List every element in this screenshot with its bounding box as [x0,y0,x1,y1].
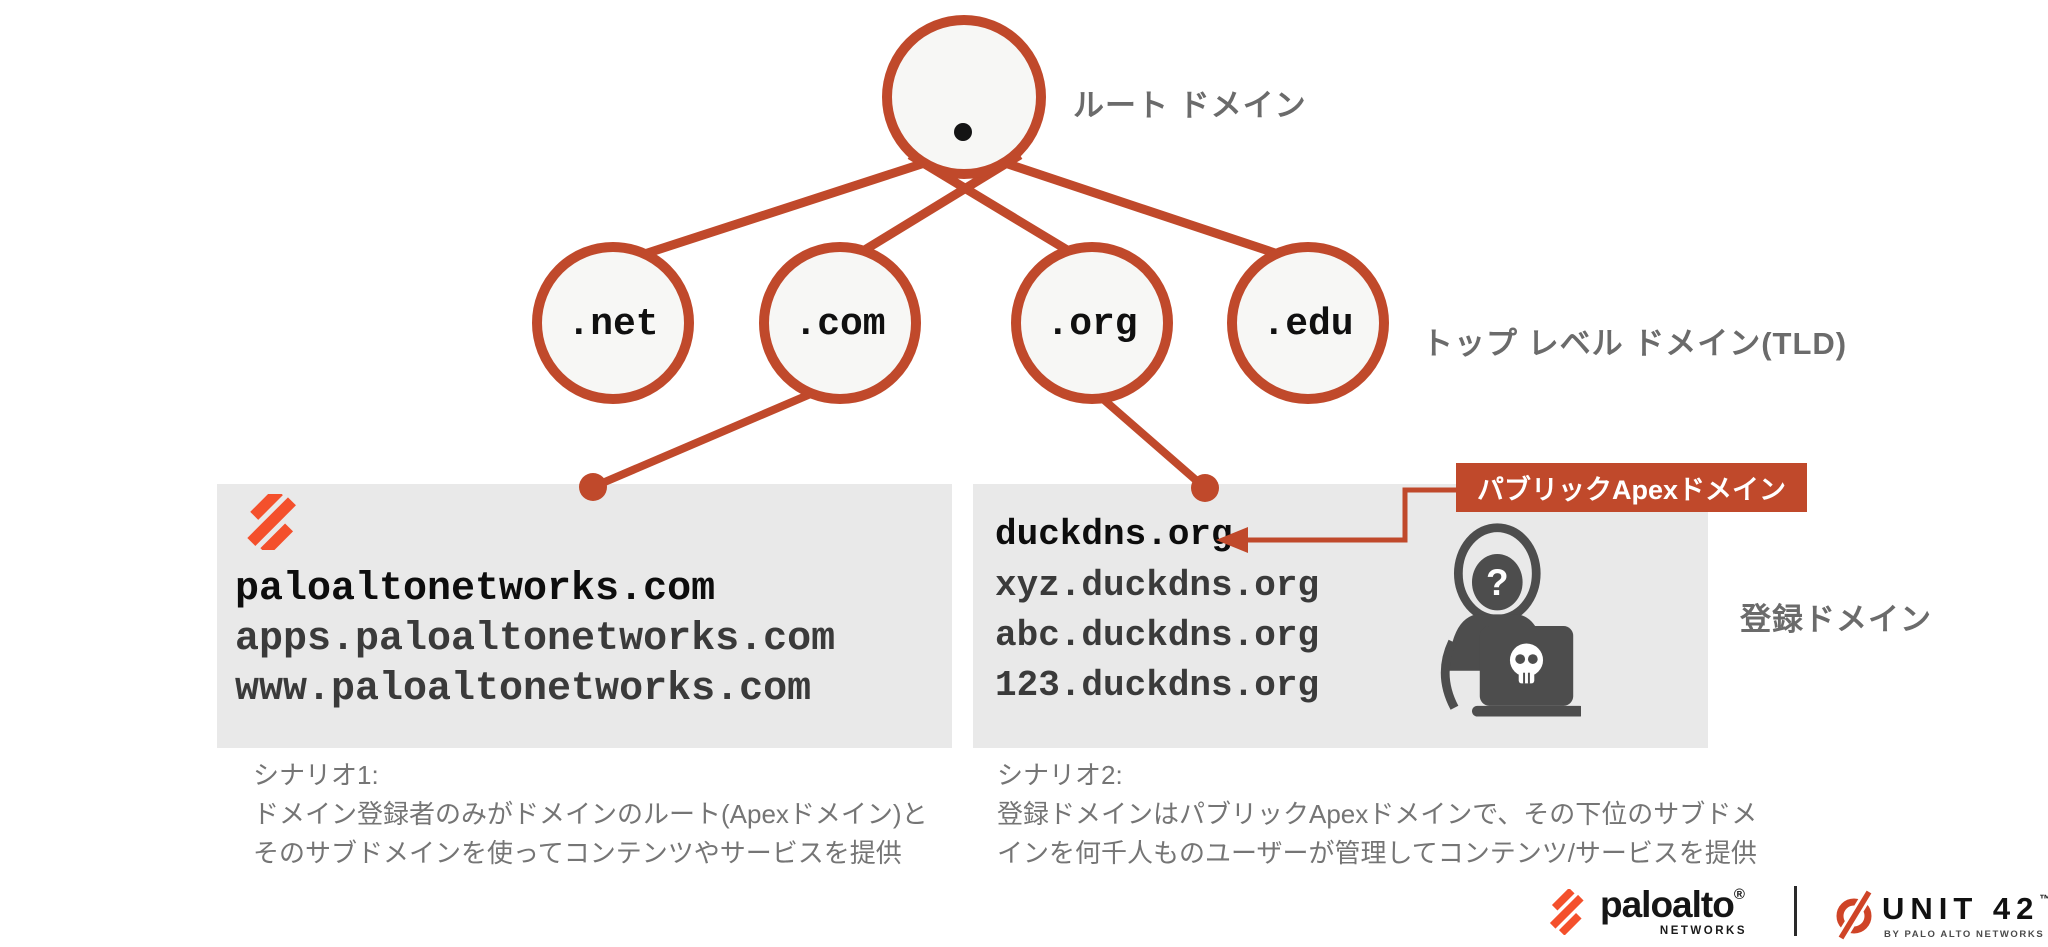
paloalto-wordmark: paloalto® [1600,884,1745,926]
domain-text: www.paloaltonetworks.com [235,667,812,712]
tld-text-org: .org [1046,302,1138,346]
root-domain-label: ルート ドメイン [1073,88,1307,123]
paloalto-logo-icon [247,494,296,550]
scenario-1-title: シナリオ1: [253,760,379,790]
scenario-1-caption: シナリオ1: ドメイン登録者のみがドメインのルート(Apexドメイン)と そのサ… [253,756,928,873]
domain-text: duckdns.org [995,514,1233,555]
hacker-icon: ? [1440,523,1581,717]
registered-domain-label: 登録ドメイン [1740,602,1932,637]
scenario-2-title: シナリオ2: [997,760,1123,790]
tld-text-net: .net [567,302,659,346]
scenario-2-caption: シナリオ2: 登録ドメインはパブリックApexドメインで、その下位のサブドメ イ… [997,756,1757,873]
paloalto-domains-box: paloaltonetworks.com apps.paloaltonetwor… [217,484,952,748]
scenario-1-line: そのサブドメインを使ってコンテンツやサービスを提供 [253,838,902,868]
domain-text: 123.duckdns.org [995,665,1320,706]
domain-text: apps.paloaltonetworks.com [235,617,836,662]
paloalto-logo-icon [1549,889,1584,935]
duckdns-domains-box: duckdns.org xyz.duckdns.org abc.duckdns.… [973,484,1708,748]
root-branch-lines [618,151,1304,267]
question-mark-glyph: ? [1486,562,1509,603]
brand-text: paloalto [1600,884,1735,925]
root-dot-icon [954,123,972,141]
unit42-text: UNIT 42 [1882,891,2040,926]
domain-text: abc.duckdns.org [995,615,1320,656]
networks-wordmark: NETWORKS [1659,925,1747,937]
unit42-wordmark: UNIT 42™ [1882,891,2048,927]
scenario-1-line: ドメイン登録者のみがドメインのルート(Apexドメイン)と [253,799,928,829]
tld-text-edu: .edu [1262,302,1354,346]
tld-row-label: トップ レベル ドメイン(TLD) [1422,326,1848,361]
unit42-icon [1836,890,1874,940]
domain-text: xyz.duckdns.org [995,565,1320,606]
domain-text: paloaltonetworks.com [235,567,716,612]
trademark-mark: ™ [2039,892,2048,906]
unit42-subtitle: BY PALO ALTO NETWORKS [1884,929,2045,940]
root-domain-circle [882,15,1046,179]
scenario-2-line: インを何千人ものユーザーが管理してコンテンツ/サービスを提供 [997,838,1757,868]
public-apex-domain-callout: パブリックApexドメイン [1456,463,1807,512]
footer-divider [1794,886,1797,936]
scenario-2-line: 登録ドメインはパブリックApexドメインで、その下位のサブドメ [997,799,1758,829]
tld-text-com: .com [794,302,886,346]
registered-mark: ® [1733,886,1745,903]
